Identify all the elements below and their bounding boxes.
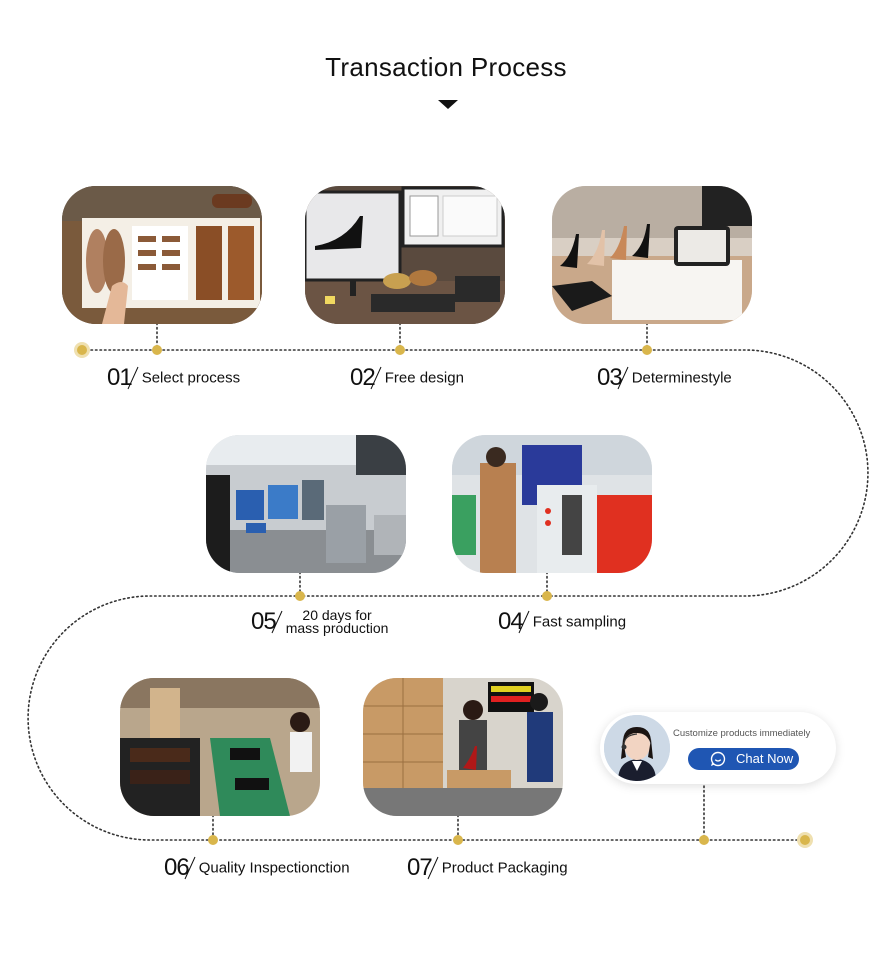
slash-divider-icon [127, 366, 139, 390]
chat-caption: Customize products immediately [673, 728, 811, 739]
step-label-line2: mass production [285, 620, 389, 636]
chat-card: Customize products immediately Chat Now [600, 712, 836, 784]
step-label-line1: 20 days for [302, 607, 372, 623]
chat-now-button[interactable]: Chat Now [688, 748, 799, 770]
chat-now-label: Chat Now [736, 751, 794, 766]
slash-divider-icon [184, 856, 196, 880]
slash-divider-icon [271, 610, 283, 634]
step-label: Determinestyle [631, 369, 732, 387]
fast-sampling-photo [452, 435, 652, 573]
select-process-photo [62, 186, 262, 324]
slash-divider-icon [518, 610, 530, 634]
slash-divider-icon [370, 366, 382, 390]
free-design-photo [305, 186, 505, 324]
product-packaging-photo [363, 678, 563, 816]
avatar [604, 715, 670, 781]
slash-divider-icon [617, 366, 629, 390]
step-label: Fast sampling [532, 613, 627, 631]
chat-bubble-icon [710, 751, 726, 767]
step-label: Free design [384, 369, 464, 387]
slash-divider-icon [427, 856, 439, 880]
title-down-arrow-icon [438, 100, 458, 109]
step-label: Select process [141, 369, 241, 387]
page-title: Transaction Process [325, 52, 567, 82]
step-label: Quality Inspectionction [198, 859, 350, 877]
step-label: Product Packaging [441, 859, 568, 877]
quality-inspection-photo [120, 678, 320, 816]
determine-style-photo [552, 186, 752, 324]
mass-production-photo [206, 435, 406, 573]
